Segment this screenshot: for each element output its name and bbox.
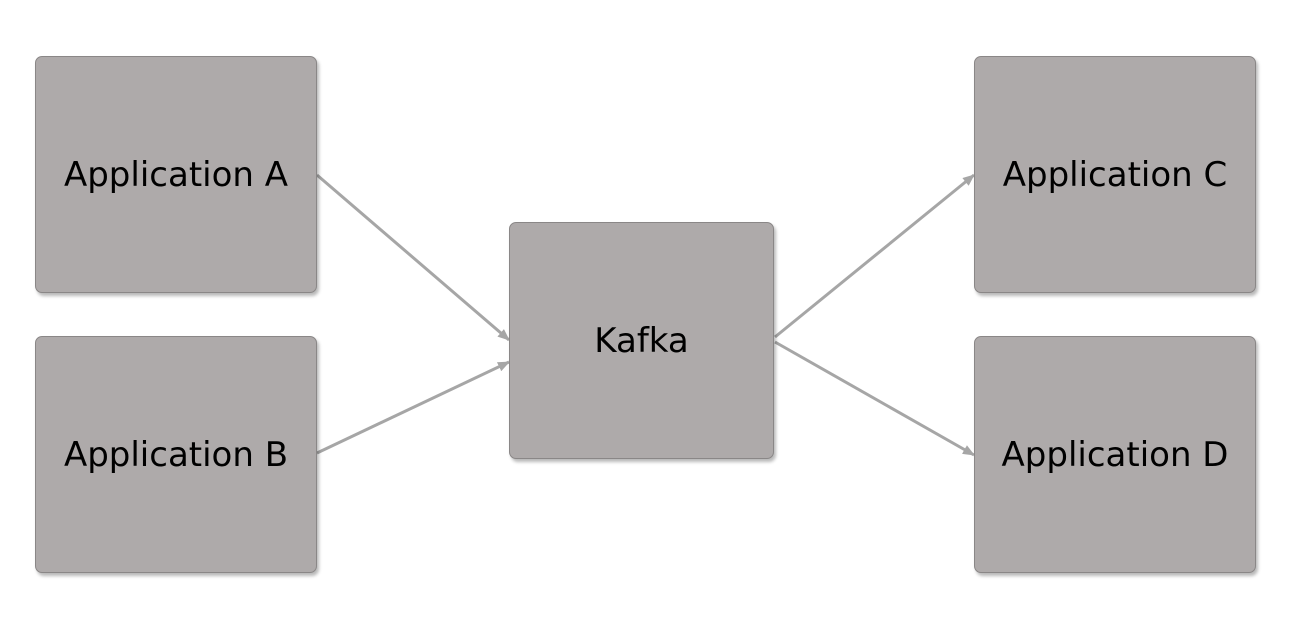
arrow-kafka-to-d [774, 340, 975, 457]
node-application-a: Application A [35, 56, 317, 293]
node-label: Application A [63, 154, 289, 195]
node-application-d: Application D [974, 336, 1256, 573]
arrow-a-to-kafka [316, 173, 510, 342]
node-label: Application B [63, 434, 289, 475]
node-application-b: Application B [35, 336, 317, 573]
node-application-c: Application C [974, 56, 1256, 293]
arrow-b-to-kafka [316, 360, 510, 455]
arrow-kafka-to-c [774, 173, 975, 339]
node-label: Kafka [594, 320, 689, 361]
node-label: Application C [1002, 154, 1228, 195]
node-label: Application D [1001, 434, 1229, 475]
node-kafka: Kafka [509, 222, 774, 459]
